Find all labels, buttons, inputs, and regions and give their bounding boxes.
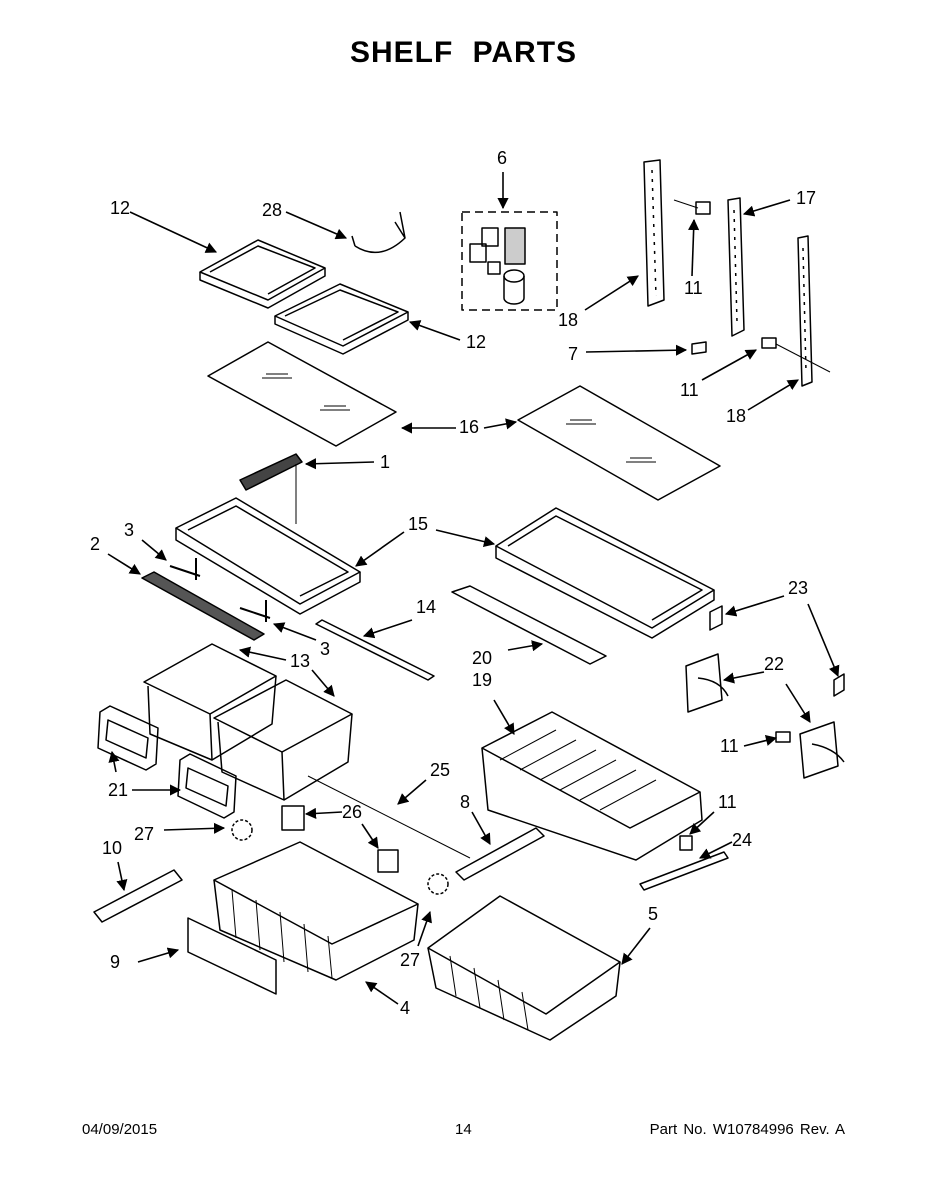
footer-part-number: Part No. W10784996 Rev. A — [649, 1121, 845, 1138]
callout-6: 6 — [497, 148, 507, 168]
callout-16: 16 — [459, 417, 479, 437]
callout-19: 19 — [472, 670, 492, 690]
shelf-trim — [239, 453, 303, 491]
callout-27: 27 — [400, 950, 420, 970]
slide-clip — [169, 558, 201, 580]
callout-14: 14 — [416, 597, 436, 617]
callout-1: 1 — [380, 452, 390, 472]
footer-page-number: 14 — [455, 1121, 472, 1138]
callout-12: 12 — [110, 198, 130, 218]
basket-handle — [455, 827, 545, 881]
callout-11: 11 — [684, 278, 703, 298]
bracket — [833, 673, 845, 697]
callout-8: 8 — [460, 792, 470, 812]
screw — [679, 835, 693, 851]
callout-10: 10 — [102, 838, 122, 858]
bracket — [709, 605, 723, 631]
mounting-plate — [639, 851, 729, 891]
door-bin-upper-right — [274, 283, 409, 355]
callout-5: 5 — [648, 904, 658, 924]
slide-clip — [239, 600, 271, 622]
glass-shelf-left — [207, 341, 397, 447]
callout-23: 23 — [788, 578, 808, 598]
glass-shelf-right — [517, 385, 721, 501]
callout-12: 12 — [466, 332, 486, 352]
callout-18: 18 — [558, 310, 578, 330]
callout-26: 26 — [342, 802, 362, 822]
door-bin-upper-left — [199, 239, 326, 309]
shelf-frame-left — [175, 497, 361, 615]
callout-11: 11 — [718, 792, 737, 812]
basket-bracket — [377, 849, 399, 873]
shelf-rail-right — [797, 235, 813, 387]
page-title: SHELF PARTS — [349, 36, 578, 69]
callout-15: 15 — [408, 514, 428, 534]
callout-7: 7 — [568, 344, 578, 364]
wire-basket-right — [427, 895, 621, 1041]
callout-21: 21 — [108, 780, 128, 800]
callout-17: 17 — [796, 188, 816, 208]
screw — [691, 341, 707, 355]
basket-handle — [93, 869, 183, 923]
basket-front — [187, 917, 277, 995]
parts-kit — [461, 211, 558, 311]
screw — [761, 337, 777, 349]
crisper-trim — [451, 585, 607, 665]
wire-basket-left — [213, 841, 419, 981]
gear — [231, 819, 253, 841]
crisper-drawer-front — [177, 753, 237, 819]
footer-date: 04/09/2015 — [82, 1121, 158, 1138]
callout-11: 11 — [680, 380, 699, 400]
support-bracket — [799, 721, 845, 779]
callout-27: 27 — [134, 824, 154, 844]
pantry-drawer — [481, 711, 703, 861]
callout-13: 13 — [290, 651, 310, 671]
callout-22: 22 — [764, 654, 784, 674]
shelf-rail-left — [643, 159, 665, 307]
callout-20: 20 — [472, 648, 492, 668]
screw — [695, 201, 711, 215]
callout-4: 4 — [400, 998, 410, 1018]
support-bracket — [685, 653, 729, 713]
callout-9: 9 — [110, 952, 120, 972]
screw — [775, 731, 791, 743]
crisper-cover-trim — [141, 571, 265, 641]
callout-24: 24 — [732, 830, 752, 850]
crisper-drawer-right — [213, 679, 353, 801]
callout-25: 25 — [430, 760, 450, 780]
callout-28: 28 — [262, 200, 282, 220]
callout-2: 2 — [90, 534, 100, 554]
gear — [427, 873, 449, 895]
callout-3: 3 — [124, 520, 134, 540]
shelf-frame-right — [495, 507, 715, 639]
callout-18: 18 — [726, 406, 746, 426]
crisper-drawer-left — [143, 643, 277, 761]
callout-3: 3 — [320, 639, 330, 659]
basket-bracket — [281, 805, 305, 831]
shelf-clip — [351, 211, 406, 254]
shelf-rail-short — [727, 197, 745, 337]
callout-11: 11 — [720, 736, 739, 756]
divider-rod — [315, 619, 435, 681]
crisper-drawer-front — [97, 705, 159, 771]
